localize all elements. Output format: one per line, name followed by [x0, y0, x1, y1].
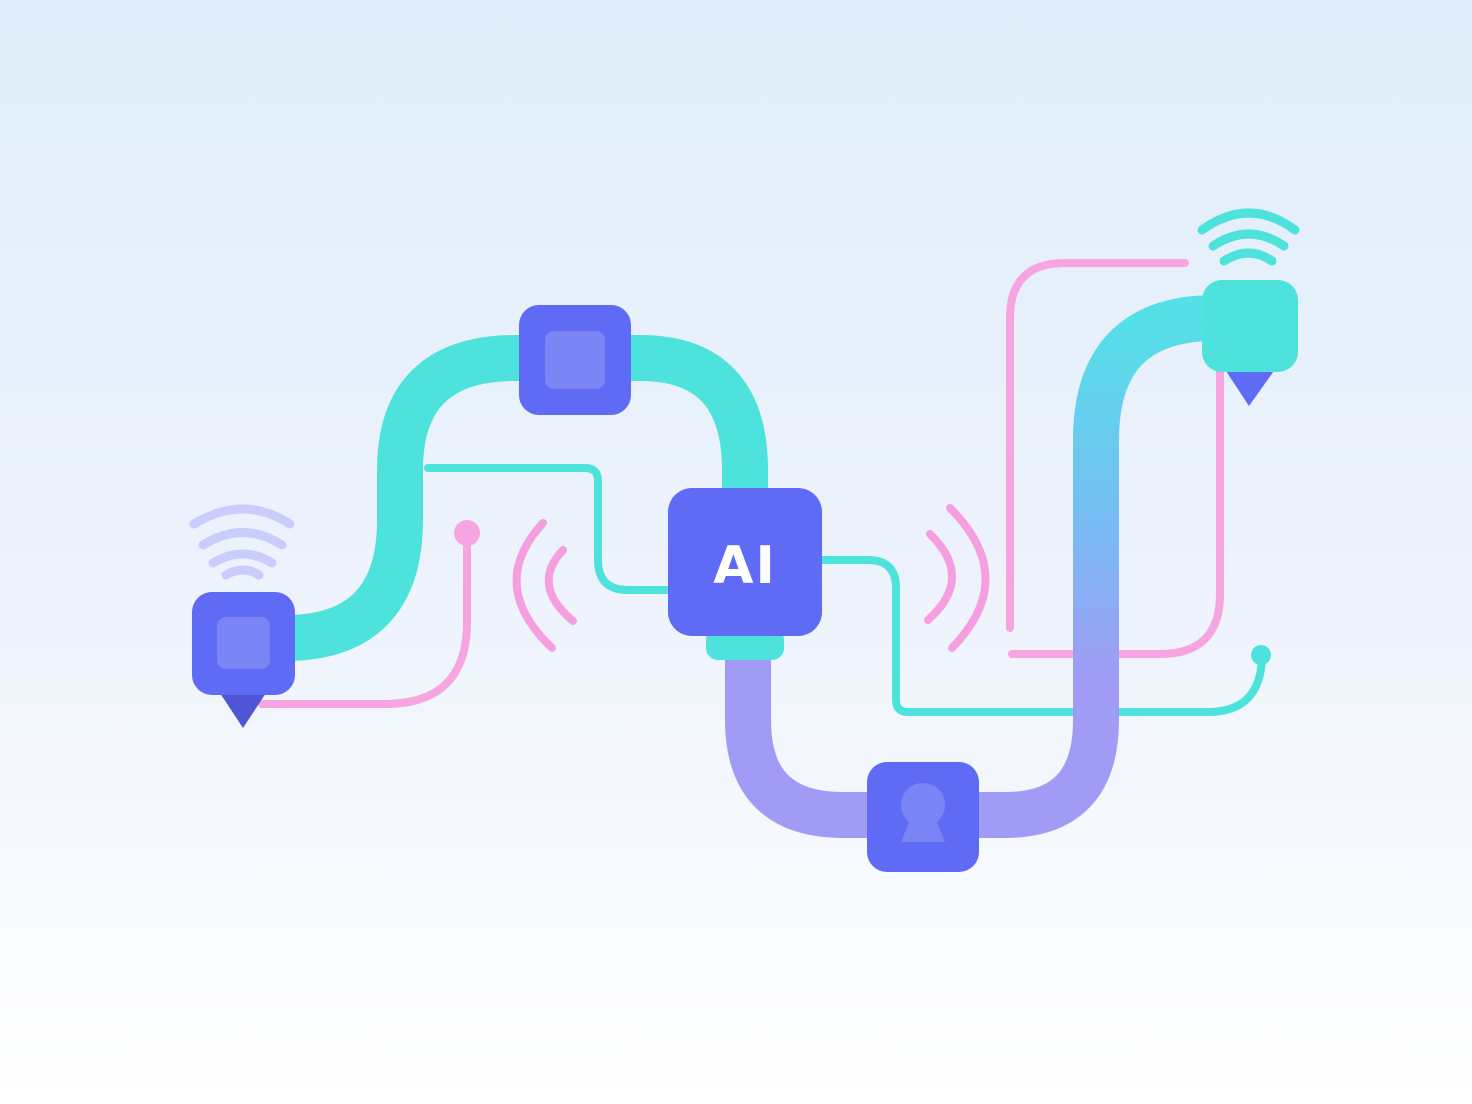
left-signal-arc-inner	[544, 546, 577, 625]
right-signal-arc-inner	[924, 530, 956, 624]
left-device-node[interactable]	[192, 592, 295, 728]
teal-pipe-left	[284, 335, 768, 661]
lavender-pipe-bottom	[725, 645, 1119, 838]
top-device-node[interactable]	[519, 305, 631, 415]
teal-wire-right	[816, 556, 1266, 716]
teal-wire-endpoint	[1251, 645, 1271, 665]
teal-wire-left	[424, 464, 676, 594]
keyhole-icon	[900, 782, 946, 842]
right-signal-arc-outer	[946, 504, 990, 652]
pink-wire-endpoint	[454, 520, 480, 546]
right-device-node[interactable]	[1202, 280, 1298, 406]
left-signal-arc-outer	[512, 519, 556, 652]
pink-wire-right-return	[1008, 356, 1224, 658]
gradient-pipe-right	[1073, 295, 1238, 680]
location-pin-icon	[1224, 368, 1276, 406]
chip-icon	[545, 331, 605, 389]
bottom-device-node[interactable]	[867, 762, 979, 872]
ai-hub-label: AI	[713, 536, 777, 596]
location-pin-icon	[218, 690, 268, 728]
ai-hub-node[interactable]: AI	[668, 488, 822, 660]
wifi-icon	[1197, 208, 1300, 266]
pink-wire-left	[258, 531, 471, 708]
wifi-icon	[189, 504, 295, 580]
pink-wire-right-loop	[1006, 259, 1189, 632]
